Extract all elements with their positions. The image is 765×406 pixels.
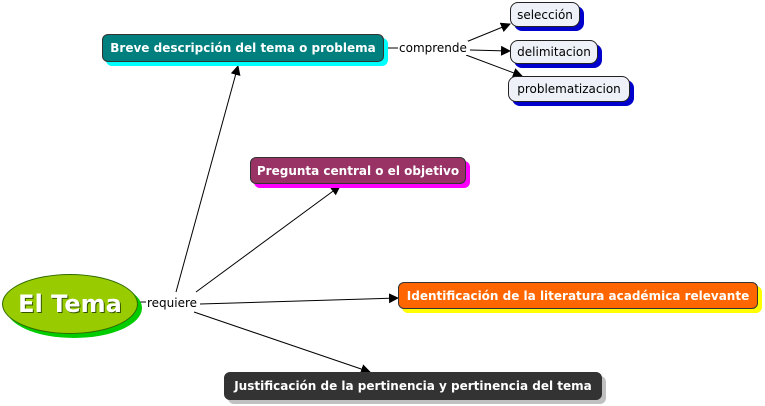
edge-comprende-seleccion [465, 22, 511, 43]
link-label-comprende: comprende [398, 41, 468, 55]
concept-problematizacion[interactable]: problematizacion [508, 76, 630, 102]
edge-requiere-pregunta [195, 185, 341, 293]
link-label-requiere: requiere [146, 296, 199, 310]
edge-requiere-literatura [199, 293, 399, 305]
edge-requiere-descripcion [175, 65, 241, 293]
central-concept-el-tema[interactable]: El Tema [2, 274, 138, 334]
concept-breve-descripcion[interactable]: Breve descripción del tema o problema [102, 34, 384, 62]
concept-literatura-academica[interactable]: Identificación de la literatura académic… [398, 282, 758, 309]
edge-requiere-justificacion [193, 311, 371, 374]
concept-justificacion[interactable]: Justificación de la pertinencia y pertin… [224, 372, 602, 400]
concept-delimitacion[interactable]: delimitacion [510, 40, 598, 64]
edge-comprende-problematizacion [465, 54, 523, 78]
concept-seleccion[interactable]: selección [510, 2, 580, 27]
edge-comprende-delimitacion [469, 45, 511, 56]
concept-pregunta-central[interactable]: Pregunta central o el objetivo [250, 157, 466, 184]
